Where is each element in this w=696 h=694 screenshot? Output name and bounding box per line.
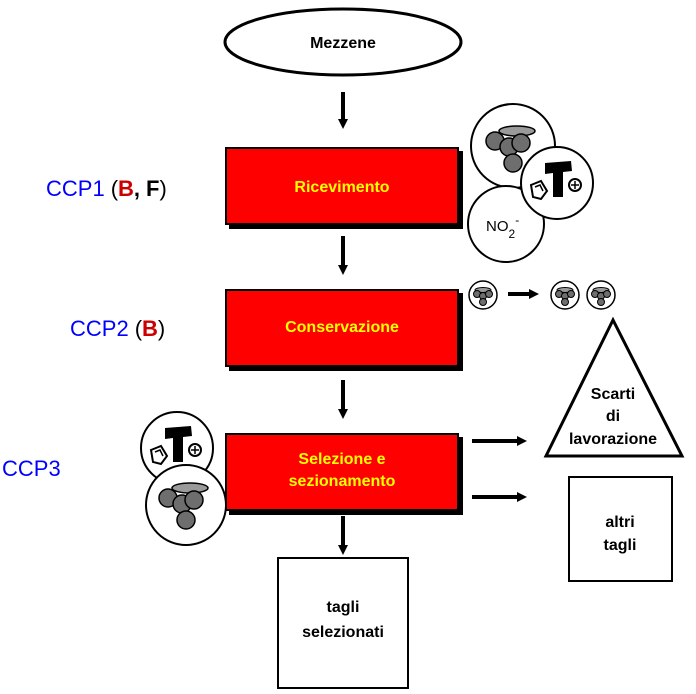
- selected-cuts-line1: tagli: [327, 599, 360, 616]
- output-other-cuts: [568, 476, 673, 582]
- start-label: Mezzene: [310, 35, 376, 52]
- nitrite-hazard-circle: [467, 185, 545, 263]
- waste-line2: di: [606, 408, 620, 425]
- waste-line3: lavorazione: [569, 431, 657, 448]
- nitrite-icon: NO2-: [486, 213, 519, 241]
- step3-label-line1: Selezione e: [298, 451, 385, 468]
- hazard-group-step1: NO2-: [467, 103, 594, 263]
- ccp3-label: CCP3: [2, 456, 61, 481]
- bacteria-small-icon-2: [550, 280, 580, 310]
- selected-cuts-line2: selezionati: [302, 624, 384, 641]
- start-node: [223, 7, 463, 77]
- step1-label: Ricevimento: [294, 179, 389, 196]
- ccp1-label: CCP1(B,F): [46, 176, 167, 201]
- waste-line1: Scarti: [591, 386, 635, 403]
- process-step-selezione: [225, 433, 459, 511]
- microbe-growth-group: [468, 280, 616, 310]
- waste-triangle: [543, 316, 685, 458]
- step2-label: Conservazione: [285, 319, 399, 336]
- process-step-ricevimento: [225, 147, 459, 225]
- hazard-group-step3: [140, 411, 227, 546]
- process-step-conservazione: [225, 289, 459, 367]
- bacteria-small-icon-1: [468, 280, 498, 310]
- other-cuts-line1: altri: [605, 514, 634, 531]
- other-cuts-line2: tagli: [604, 537, 637, 554]
- output-selected-cuts: [277, 557, 409, 689]
- ccp2-label: CCP2(B): [70, 316, 165, 341]
- step3-label-line2: sezionamento: [289, 473, 396, 490]
- bacteria-small-icon-3: [586, 280, 616, 310]
